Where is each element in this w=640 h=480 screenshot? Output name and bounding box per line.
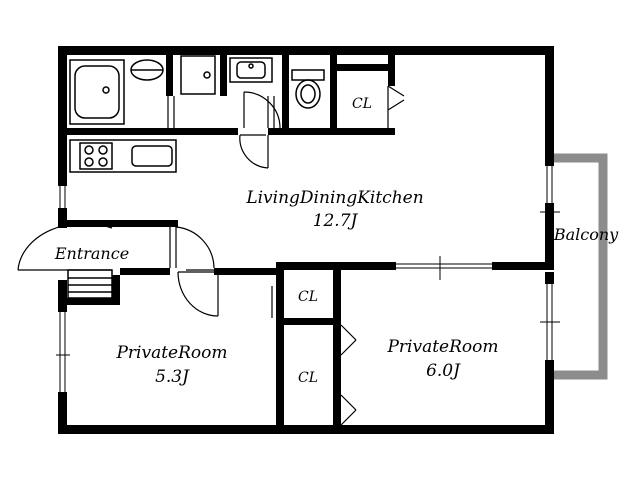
closet-top-label: CL <box>352 96 372 112</box>
outer-walls <box>58 46 554 434</box>
private-room-left-name: PrivateRoom <box>115 343 227 363</box>
window-slide-marks <box>56 211 560 356</box>
windows <box>59 166 553 392</box>
ldk-name: LivingDiningKitchen <box>245 188 423 208</box>
entrance-label: Entrance <box>54 244 129 263</box>
private-room-right-name: PrivateRoom <box>386 337 498 357</box>
private-room-left-size: 5.3J <box>155 367 190 387</box>
interior-walls <box>58 46 554 434</box>
washing-unit <box>130 55 216 95</box>
kitchen-counter <box>69 139 177 173</box>
bathtub <box>69 59 125 125</box>
balcony-rail <box>552 153 608 380</box>
toilet <box>291 69 325 109</box>
closet-mid-label: CL <box>298 289 318 305</box>
doors <box>17 85 405 426</box>
closet-bottom-label: CL <box>298 370 318 386</box>
vanity-sink <box>229 57 273 83</box>
private-room-right-size: 6.0J <box>426 361 461 381</box>
balcony-label: Balcony <box>553 225 619 244</box>
ldk-size: 12.7J <box>313 211 359 231</box>
entrance-shoe-box <box>67 269 113 299</box>
